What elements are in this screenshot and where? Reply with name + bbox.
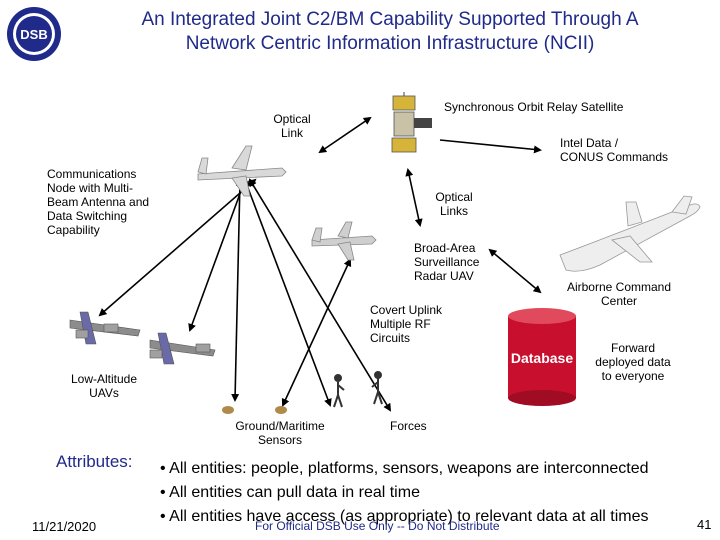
forward-line-2: deployed data (595, 355, 671, 369)
low-altitude-line-2: UAVs (89, 386, 119, 400)
covert-uplink-line-1: Covert Uplink (370, 303, 443, 317)
attribute-item-1: • All entities: people, platforms, senso… (160, 460, 649, 477)
forces-label: Forces (390, 419, 427, 433)
ground-sensors-line-2: Sensors (257, 433, 303, 447)
comm-node-line-1: Communications (47, 167, 137, 181)
ground-sensor-icon-1 (222, 406, 234, 414)
database-icon (508, 308, 576, 406)
satellite-label: Synchronous Orbit Relay Satellite (444, 100, 624, 114)
link-lines (98, 116, 542, 412)
ground-sensor-icon-2 (275, 406, 287, 414)
attribute-item-2: • All entities can pull data in real tim… (160, 484, 420, 501)
node-to-ground-arrow (231, 178, 244, 402)
low-altitude-uav-icon-2 (149, 332, 216, 365)
attribute-item-3: • All entities have access (as appropria… (160, 508, 649, 525)
slide-title: An Integrated Joint C2/BM Capability Sup… (70, 8, 710, 56)
radar-to-command-arrow (488, 248, 542, 294)
low-altitude-label: Low-Altitude UAVs (58, 372, 150, 400)
dsb-logo: DSB (7, 7, 61, 61)
covert-uplink-label: Covert Uplink Multiple RF Circuits (370, 303, 442, 345)
low-altitude-line-1: Low-Altitude (70, 372, 138, 386)
optical-link-arrow (318, 116, 372, 154)
covert-uplink-line-3: Circuits (370, 331, 411, 345)
broad-area-line-2: Surveillance (414, 255, 480, 269)
forward-line-3: to everyone (601, 369, 665, 383)
soldier-icon-2 (371, 371, 383, 405)
page-number: 41 (697, 517, 712, 532)
airborne-command-line-2: Center (600, 294, 638, 308)
broad-area-label: Broad-Area Surveillance Radar UAV (414, 241, 479, 283)
optical-links-line-1: Optical (435, 190, 473, 204)
attributes-list: • All entities: people, platforms, senso… (160, 457, 649, 529)
intel-data-arrow (439, 139, 542, 154)
logo-text: DSB (20, 27, 47, 42)
broad-area-line-1: Broad-Area (414, 241, 476, 255)
covert-uplink-line-2: Multiple RF (370, 317, 431, 331)
optical-link-line-1: Optical (273, 112, 311, 126)
comm-node-line-2: Node with Multi- (47, 181, 134, 195)
database-label: Database (510, 350, 574, 366)
node-to-forces-arrow (243, 178, 332, 407)
slide-date: 11/21/2020 (32, 519, 97, 534)
ground-sensors-label: Ground/Maritime Sensors (222, 419, 338, 447)
satellite-icon (391, 92, 432, 153)
radar-uav-icon (311, 221, 377, 261)
forward-line-1: Forward (610, 341, 655, 355)
attributes-heading: Attributes: (56, 452, 133, 471)
radar-to-sensor-arrow (281, 258, 352, 407)
airborne-command-aircraft-icon (559, 195, 701, 272)
intel-data-line-2: CONUS Commands (560, 150, 669, 164)
optical-link-line-2: Link (280, 126, 303, 140)
comm-node-aircraft-icon (197, 145, 287, 197)
soldier-icon-1 (333, 374, 345, 408)
optical-links-line-2: Links (439, 204, 468, 218)
title-line-1: An Integrated Joint C2/BM Capability Sup… (141, 9, 639, 30)
comm-node-line-3: Beam Antenna and (47, 195, 150, 209)
intel-data-label: Intel Data / CONUS Commands (560, 136, 668, 164)
comm-node-line-5: Capability (47, 223, 100, 237)
broad-area-line-3: Radar UAV (414, 269, 474, 283)
title-line-2: Network Centric Information Infrastructu… (185, 33, 595, 54)
airborne-command-line-1: Airborne Command (566, 280, 672, 294)
airborne-command-label: Airborne Command Center (550, 280, 688, 308)
optical-links-arrow (405, 168, 423, 227)
intel-data-line-1: Intel Data / (560, 136, 619, 150)
optical-links-label: Optical Links (428, 190, 480, 218)
node-to-forces2-arrow (248, 178, 392, 412)
ground-sensors-line-1: Ground/Maritime (235, 419, 325, 433)
optical-link-label: Optical Link (266, 112, 318, 140)
forward-deployed-label: Forward deployed data to everyone (585, 341, 681, 383)
low-altitude-uav-icon-1 (69, 311, 141, 345)
comm-node-label: Communications Node with Multi- Beam Ant… (47, 167, 149, 237)
comm-node-line-4: Data Switching (47, 209, 128, 223)
distribution-notice: For Official DSB Use Only -- Do Not Dist… (255, 519, 500, 533)
